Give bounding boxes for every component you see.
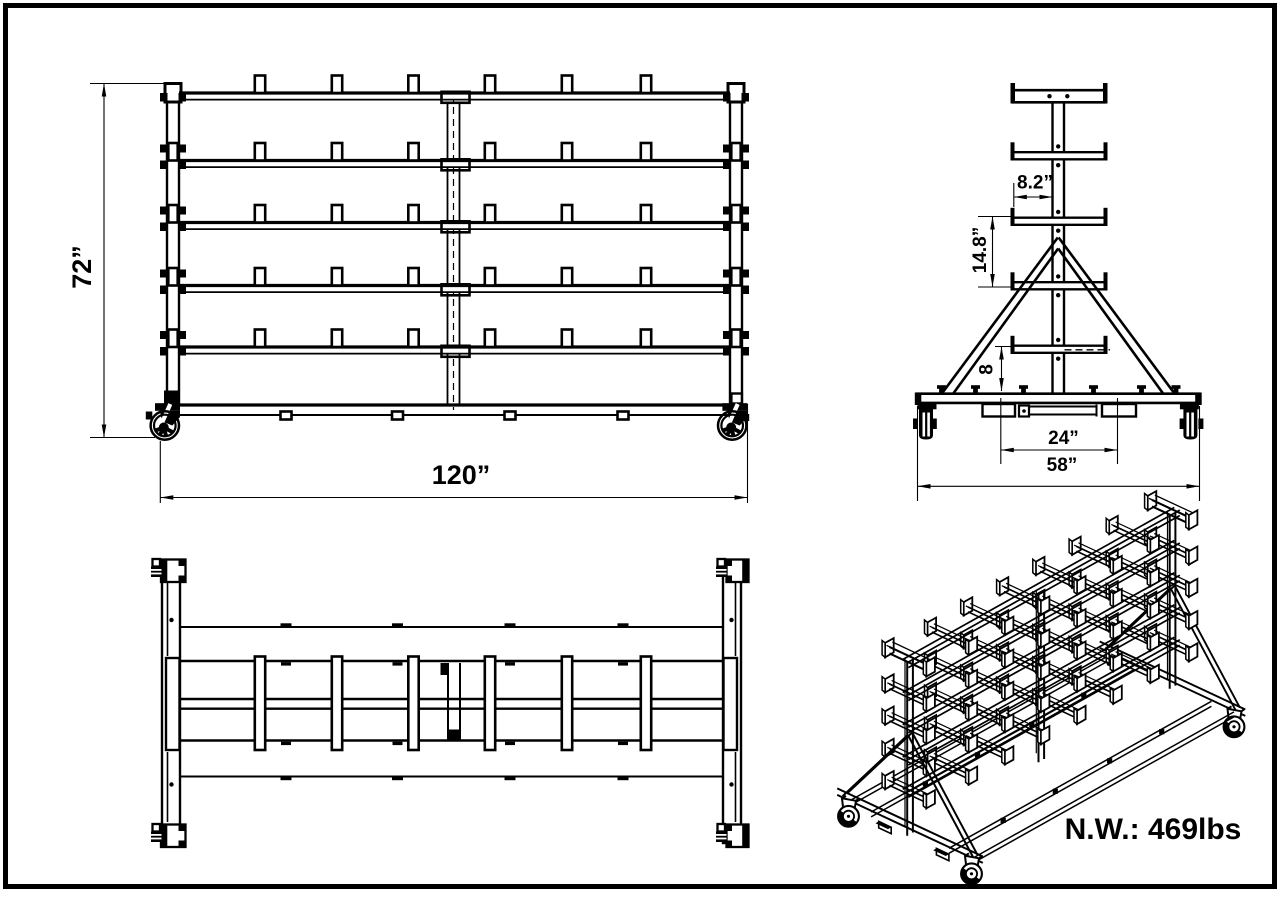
- svg-text:8: 8: [977, 364, 998, 375]
- svg-text:72”: 72”: [67, 245, 97, 289]
- svg-text:8.2”: 8.2”: [1017, 173, 1053, 194]
- svg-text:58”: 58”: [1047, 455, 1078, 476]
- svg-text:120”: 120”: [432, 460, 491, 490]
- svg-text:14.8”: 14.8”: [970, 227, 991, 273]
- svg-text:N.W.: 469lbs: N.W.: 469lbs: [1065, 813, 1242, 846]
- svg-text:24”: 24”: [1048, 428, 1079, 449]
